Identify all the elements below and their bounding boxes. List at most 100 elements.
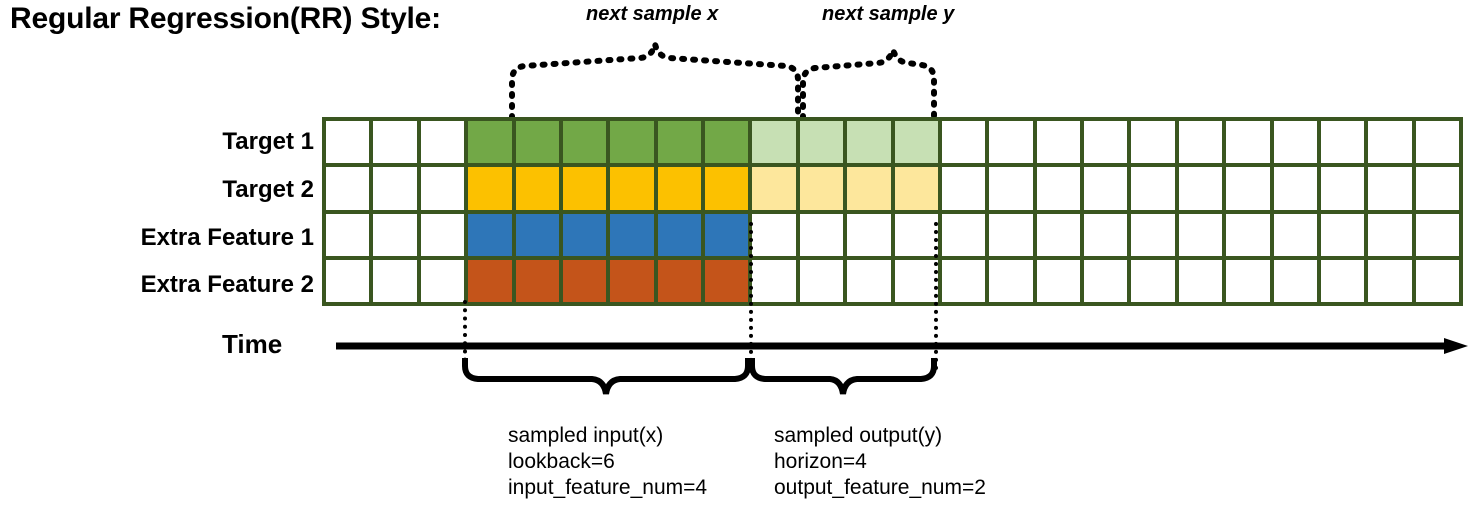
grid-cell-r3-c20 <box>1226 213 1270 256</box>
grid-cell-r3-c4 <box>468 213 512 256</box>
grid-cell-r1-c19 <box>1178 121 1223 164</box>
row-label-extra-feature-2: Extra Feature 2 <box>140 271 314 298</box>
grid-cell-r4-c14 <box>941 259 986 302</box>
grid-cell-r3-c11 <box>799 213 844 256</box>
dotted-line-input-start <box>463 300 467 370</box>
grid-cell-r1-c24 <box>1415 121 1459 164</box>
grid-cell-r1-c6 <box>562 121 607 164</box>
grid-cell-r2-c17 <box>1084 167 1128 210</box>
grid-cell-r4-c16 <box>1036 259 1080 302</box>
grid-cell-r3-c21 <box>1273 213 1317 256</box>
time-axis-label: Time <box>222 329 283 359</box>
grid-cell-r4-c21 <box>1273 259 1317 302</box>
grid-cell-r1-c11 <box>799 121 844 164</box>
grid-cell-r4-c1 <box>326 259 370 302</box>
grid-cell-r1-c2 <box>373 121 417 164</box>
grid-cell-r3-c19 <box>1178 213 1223 256</box>
annotation-input-line-2: lookback=6 <box>508 450 615 473</box>
grid-cell-r3-c14 <box>941 213 986 256</box>
grid-cell-r1-c14 <box>941 121 986 164</box>
brace-next-sample-x <box>509 43 801 121</box>
grid-cell-r1-c12 <box>847 121 891 164</box>
grid-cell-r1-c13 <box>894 121 938 164</box>
grid-cell-r1-c17 <box>1084 121 1128 164</box>
grid-cell-r1-c20 <box>1226 121 1270 164</box>
grid-cell-r1-c8 <box>657 121 701 164</box>
grid-cell-r3-c3 <box>420 213 465 256</box>
grid-cell-r3-c1 <box>326 213 370 256</box>
grid-cell-r4-c17 <box>1084 259 1128 302</box>
annotation-output-line-1: sampled output(y) <box>774 424 943 447</box>
grid-cell-r4-c23 <box>1368 259 1412 302</box>
grid-cell-r3-c10 <box>752 213 796 256</box>
grid-cell-r3-c8 <box>657 213 701 256</box>
grid-cell-r3-c18 <box>1131 213 1175 256</box>
grid-cell-r3-c24 <box>1415 213 1459 256</box>
grid-cell-r3-c12 <box>847 213 891 256</box>
grid-cell-r1-c3 <box>420 121 465 164</box>
grid-cell-r4-c6 <box>562 259 607 302</box>
grid-cell-r1-c10 <box>752 121 796 164</box>
grid-cell-r1-c7 <box>610 121 654 164</box>
brace-next-sample-y <box>800 40 937 121</box>
grid-cell-r4-c2 <box>373 259 417 302</box>
grid-cell-r2-c6 <box>562 167 607 210</box>
grid-cell-r4-c5 <box>515 259 559 302</box>
brace-sampled-output <box>749 358 937 395</box>
grid-cell-r2-c20 <box>1226 167 1270 210</box>
grid-cell-r4-c24 <box>1415 259 1459 302</box>
grid-cell-r2-c19 <box>1178 167 1223 210</box>
grid-cell-r1-c23 <box>1368 121 1412 164</box>
grid-cell-r4-c7 <box>610 259 654 302</box>
annotation-output-line-3: output_feature_num=2 <box>774 476 986 499</box>
grid-cell-r1-c22 <box>1320 121 1365 164</box>
page-title: Regular Regression(RR) Style: <box>10 2 441 35</box>
grid-cell-r3-c5 <box>515 213 559 256</box>
grid-cell-r2-c22 <box>1320 167 1365 210</box>
grid-cell-r2-c10 <box>752 167 796 210</box>
grid-cell-r2-c16 <box>1036 167 1080 210</box>
grid-cell-r4-c12 <box>847 259 891 302</box>
grid-cell-r2-c23 <box>1368 167 1412 210</box>
brace-sampled-input <box>462 358 751 395</box>
grid-cell-r4-c9 <box>705 259 749 302</box>
grid-cell-r2-c9 <box>705 167 749 210</box>
grid-cell-r1-c16 <box>1036 121 1080 164</box>
grid-cell-r1-c1 <box>326 121 370 164</box>
grid-cell-r3-c7 <box>610 213 654 256</box>
annotation-sampled-output: sampled output(y) horizon=4 output_featu… <box>774 423 986 501</box>
grid-cell-r3-c9 <box>705 213 749 256</box>
grid-cell-r3-c13 <box>894 213 938 256</box>
grid-cell-r3-c2 <box>373 213 417 256</box>
grid-cell-r4-c13 <box>894 259 938 302</box>
grid-cell-r2-c11 <box>799 167 844 210</box>
grid-cell-r4-c4 <box>468 259 512 302</box>
grid-cell-r1-c9 <box>705 121 749 164</box>
grid-cell-r1-c4 <box>468 121 512 164</box>
row-label-target-1: Target 1 <box>222 128 314 155</box>
caption-next-sample-y: next sample y <box>822 3 955 25</box>
grid-cell-r4-c19 <box>1178 259 1223 302</box>
grid-cell-r4-c20 <box>1226 259 1270 302</box>
grid-cell-r2-c4 <box>468 167 512 210</box>
grid-cell-r4-c11 <box>799 259 844 302</box>
grid-cell-r3-c17 <box>1084 213 1128 256</box>
grid-cell-r2-c18 <box>1131 167 1175 210</box>
annotation-sampled-input: sampled input(x) lookback=6 input_featur… <box>508 423 707 501</box>
grid-cell-r4-c10 <box>752 259 796 302</box>
grid-cell-r2-c2 <box>373 167 417 210</box>
grid-cell-r4-c22 <box>1320 259 1365 302</box>
grid-cell-r4-c18 <box>1131 259 1175 302</box>
grid-cell-r2-c7 <box>610 167 654 210</box>
grid-cell-r3-c15 <box>989 213 1033 256</box>
grid-cell-r2-c13 <box>894 167 938 210</box>
grid-cell-r3-c6 <box>562 213 607 256</box>
grid-cell-r3-c23 <box>1368 213 1412 256</box>
dotted-line-input-end <box>749 222 753 370</box>
grid-cell-r2-c8 <box>657 167 701 210</box>
annotation-input-line-3: input_feature_num=4 <box>508 476 708 499</box>
caption-next-sample-x: next sample x <box>586 3 719 25</box>
grid-cell-r3-c16 <box>1036 213 1080 256</box>
grid-cell-r2-c15 <box>989 167 1033 210</box>
